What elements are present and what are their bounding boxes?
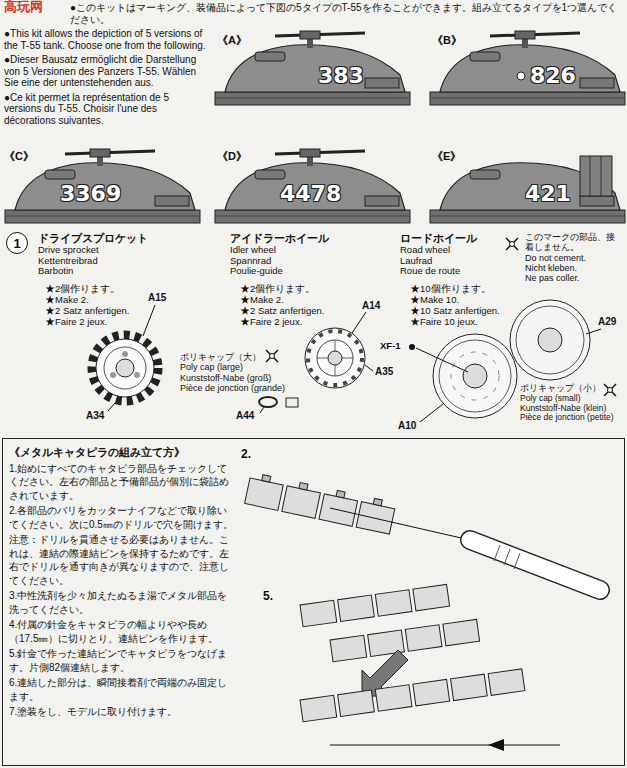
poly-cap-note: Poly cap (large) bbox=[180, 362, 300, 372]
text-group: ★10個作ります。★Make 10.★10 Satz anfertigen.★F… bbox=[410, 284, 522, 328]
quantity-note: ★Faire 2 jeux. bbox=[240, 317, 390, 328]
paint-code: XF-1 bbox=[380, 341, 401, 352]
quantity-note: ★Make 2. bbox=[45, 295, 195, 306]
quantity-note: ★2 Satz anfertigen. bbox=[45, 306, 195, 317]
turret-number: 383 bbox=[318, 63, 364, 88]
cement-note: このマークの部品、接着しません。 bbox=[525, 232, 623, 253]
instruction-text: 6.連結した部分は、瞬間接着剤で両端のみ固定します。 bbox=[9, 676, 235, 703]
text-group: ●This kit allows the depiction of 5 vers… bbox=[4, 28, 209, 129]
step-label: 2. bbox=[241, 447, 251, 461]
part-heading: Idler wheel bbox=[230, 245, 390, 256]
intro-text: ●Ce kit permet la représentation de 5 ve… bbox=[4, 92, 209, 127]
turret-number: 4478 bbox=[280, 181, 341, 206]
part-number: A29 bbox=[598, 316, 616, 328]
part-heading: Kettentreibrad bbox=[38, 256, 198, 267]
poly-cap-note: ポリキャップ（大） bbox=[180, 352, 300, 362]
tank-c bbox=[5, 149, 200, 223]
part-heading: アイドラーホイール bbox=[230, 232, 390, 245]
part-heading: ロードホイール bbox=[400, 232, 510, 245]
tank-d bbox=[215, 149, 410, 223]
instruction-text: 3.中性洗剤を少々加えたぬるま湯でメタル部品を洗ってください。 bbox=[9, 589, 235, 616]
part-number: A35 bbox=[375, 366, 393, 378]
quantity-note: ★10個作ります。 bbox=[410, 284, 522, 295]
step-number-circle: 1 bbox=[6, 232, 28, 254]
tank-a bbox=[215, 31, 410, 105]
part-heading: Roue de route bbox=[400, 266, 510, 277]
track-joining bbox=[300, 584, 560, 751]
intro-text: ●このキットはマーキング、装備品によって下図の5タイプのT-55を作ることができ… bbox=[70, 2, 622, 25]
intro-text: ●This kit allows the depiction of 5 vers… bbox=[4, 28, 209, 51]
poly-cap-note: Pièce de jonction (grande) bbox=[180, 383, 300, 393]
part-heading: Poulie-guide bbox=[230, 266, 390, 277]
part-number: A14 bbox=[362, 300, 380, 312]
quantity-note: ★10 Satz anfertigen. bbox=[410, 306, 522, 317]
turret-number: 826 bbox=[530, 63, 576, 88]
instruction-text: 4.付属の針金をキャタピラの幅よりやや長め（17.5㎜）に切りとり、連結ピンを作… bbox=[9, 618, 235, 645]
text-group: ポリキャップ（小）Poly cap (small)Kunststoff-Nabe… bbox=[520, 384, 624, 423]
part-heading: ドライブスプロケット bbox=[38, 232, 198, 245]
part-heading: Road wheel bbox=[400, 245, 510, 256]
tank-b bbox=[430, 31, 625, 105]
version-letter: 《A》 bbox=[217, 34, 247, 47]
text-group: ドライブスプロケットDrive sprocketKettentreibradBa… bbox=[38, 232, 198, 277]
turret-number: 3369 bbox=[60, 181, 121, 206]
turret-number: 421 bbox=[525, 181, 571, 206]
part-heading: Spannrad bbox=[230, 256, 390, 267]
cement-note: Do not cement. bbox=[525, 253, 623, 263]
quantity-note: ★Faire 10 jeux. bbox=[410, 317, 522, 328]
part-number: A44 bbox=[236, 410, 254, 422]
instruction-text: 《メタルキャタピラの組み立て方》 bbox=[9, 445, 235, 460]
version-letter: 《C》 bbox=[4, 150, 34, 163]
instruction-text: 2.各部品のバリをカッターナイフなどで取り除いてください。次に0.5㎜のドリルで… bbox=[9, 504, 235, 531]
text-group: ★2個作ります。★Make 2.★2 Satz anfertigen.★Fair… bbox=[45, 284, 195, 328]
part-number: A15 bbox=[148, 292, 166, 304]
step-label: 5. bbox=[263, 589, 273, 603]
track-drilling bbox=[245, 472, 600, 590]
instruction-text: 注意：ドリルを貫通させる必要はありません。これは、連結の際連結ピンを保持するため… bbox=[9, 533, 235, 587]
part-number: A34 bbox=[86, 410, 104, 422]
version-letter: 《D》 bbox=[217, 150, 247, 163]
quantity-note: ★2個作ります。 bbox=[240, 284, 390, 295]
poly-cap-note: Pièce de jonction (petite) bbox=[520, 413, 624, 423]
poly-cap-note: ポリキャップ（小） bbox=[520, 384, 624, 394]
quantity-note: ★Make 10. bbox=[410, 295, 522, 306]
idler-wheel bbox=[259, 312, 373, 413]
text-group: アイドラーホイールIdler wheelSpannradPoulie-guide bbox=[230, 232, 390, 277]
watermark: 高玩网 bbox=[4, 0, 43, 15]
part-number: A10 bbox=[398, 420, 416, 432]
poly-cap-note: Kunststoff-Nabe (groß) bbox=[180, 373, 300, 383]
instruction-text: 1.始めにすべてのキャタピラ部品をチェックしてください。左右の部品と予備部品が個… bbox=[9, 462, 235, 503]
instruction-box: 《メタルキャタピラの組み立て方》 1.始めにすべてのキャタピラ部品をチェックしてく… bbox=[2, 438, 625, 766]
text-column: 1 bbox=[13, 237, 20, 250]
text-group: ロードホイールRoad wheelLaufradRoue de route bbox=[400, 232, 510, 277]
quantity-note: ★Faire 2 jeux. bbox=[45, 317, 195, 328]
part-heading: Laufrad bbox=[400, 256, 510, 267]
poly-cap-note: Poly cap (small) bbox=[520, 394, 624, 404]
poly-cap-note: Kunststoff-Nabe (klein) bbox=[520, 404, 624, 414]
quantity-note: ★2個作ります。 bbox=[45, 284, 195, 295]
part-heading: Drive sprocket bbox=[38, 245, 198, 256]
text-group: ポリキャップ（大）Poly cap (large)Kunststoff-Nabe… bbox=[180, 352, 300, 393]
instruction-text: 7.塗装をし、モデルに取り付けます。 bbox=[9, 705, 235, 719]
cement-note: Ne pas coller. bbox=[525, 273, 623, 283]
step-number: 1 bbox=[13, 237, 20, 250]
part-heading: Barbotin bbox=[38, 266, 198, 277]
version-letter: 《B》 bbox=[432, 34, 462, 47]
tank-e bbox=[430, 156, 625, 223]
cement-note: Nicht kleben. bbox=[525, 263, 623, 273]
text-column: 《メタルキャタピラの組み立て方》 1.始めにすべてのキャタピラ部品をチェックしてく… bbox=[9, 445, 235, 721]
intro-text: ●Dieser Bausatz ermöglicht die Darstellu… bbox=[4, 54, 209, 89]
version-letter: 《E》 bbox=[432, 150, 461, 163]
instruction-text: 5.針金で作った連結ピンでキャタピラをつなげます。片側82個連結します。 bbox=[9, 647, 235, 674]
text-group: このマークの部品、接着しません。Do not cement.Nicht kleb… bbox=[525, 232, 623, 284]
